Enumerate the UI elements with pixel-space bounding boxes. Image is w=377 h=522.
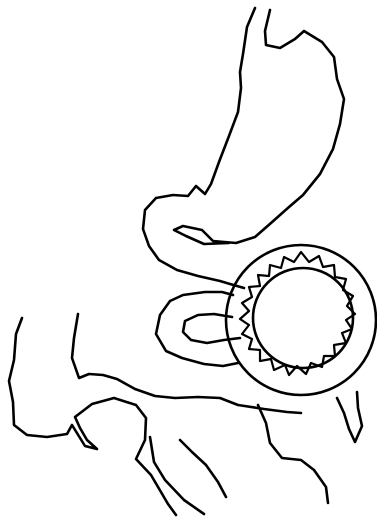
inner-circle-icon [253, 268, 353, 368]
intestine-outline-icon [9, 314, 362, 515]
starburst-ring-icon [240, 252, 355, 375]
